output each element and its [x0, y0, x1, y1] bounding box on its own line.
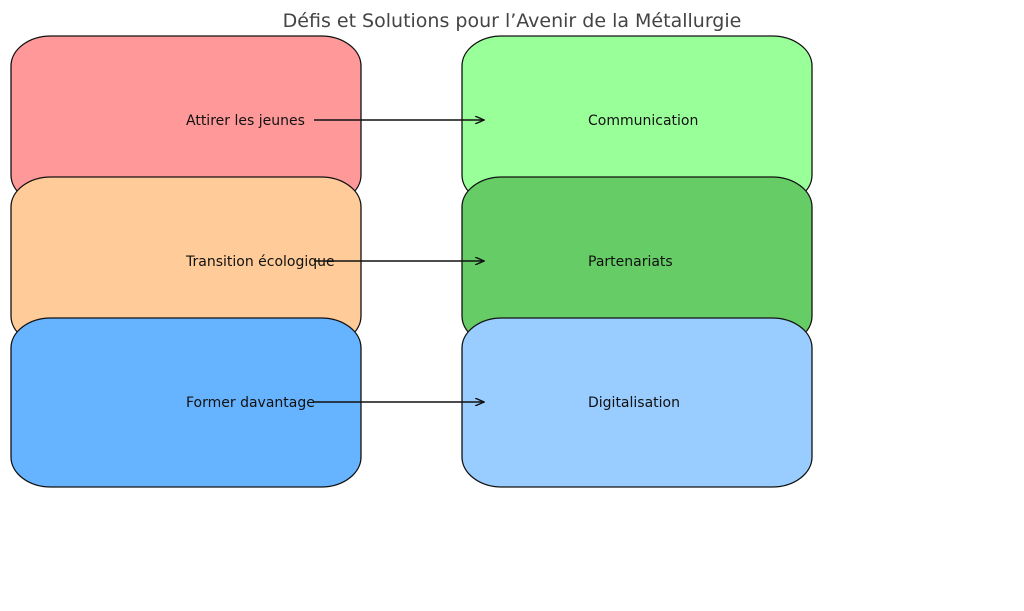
- challenge-label: Attirer les jeunes: [186, 113, 305, 129]
- solution-label: Digitalisation: [588, 395, 680, 411]
- solution-label: Partenariats: [588, 254, 673, 270]
- challenge-label: Transition écologique: [185, 254, 335, 270]
- diagram-title: Défis et Solutions pour l’Avenir de la M…: [283, 10, 742, 32]
- challenge-label: Former davantage: [186, 395, 315, 411]
- solution-label: Communication: [588, 113, 698, 129]
